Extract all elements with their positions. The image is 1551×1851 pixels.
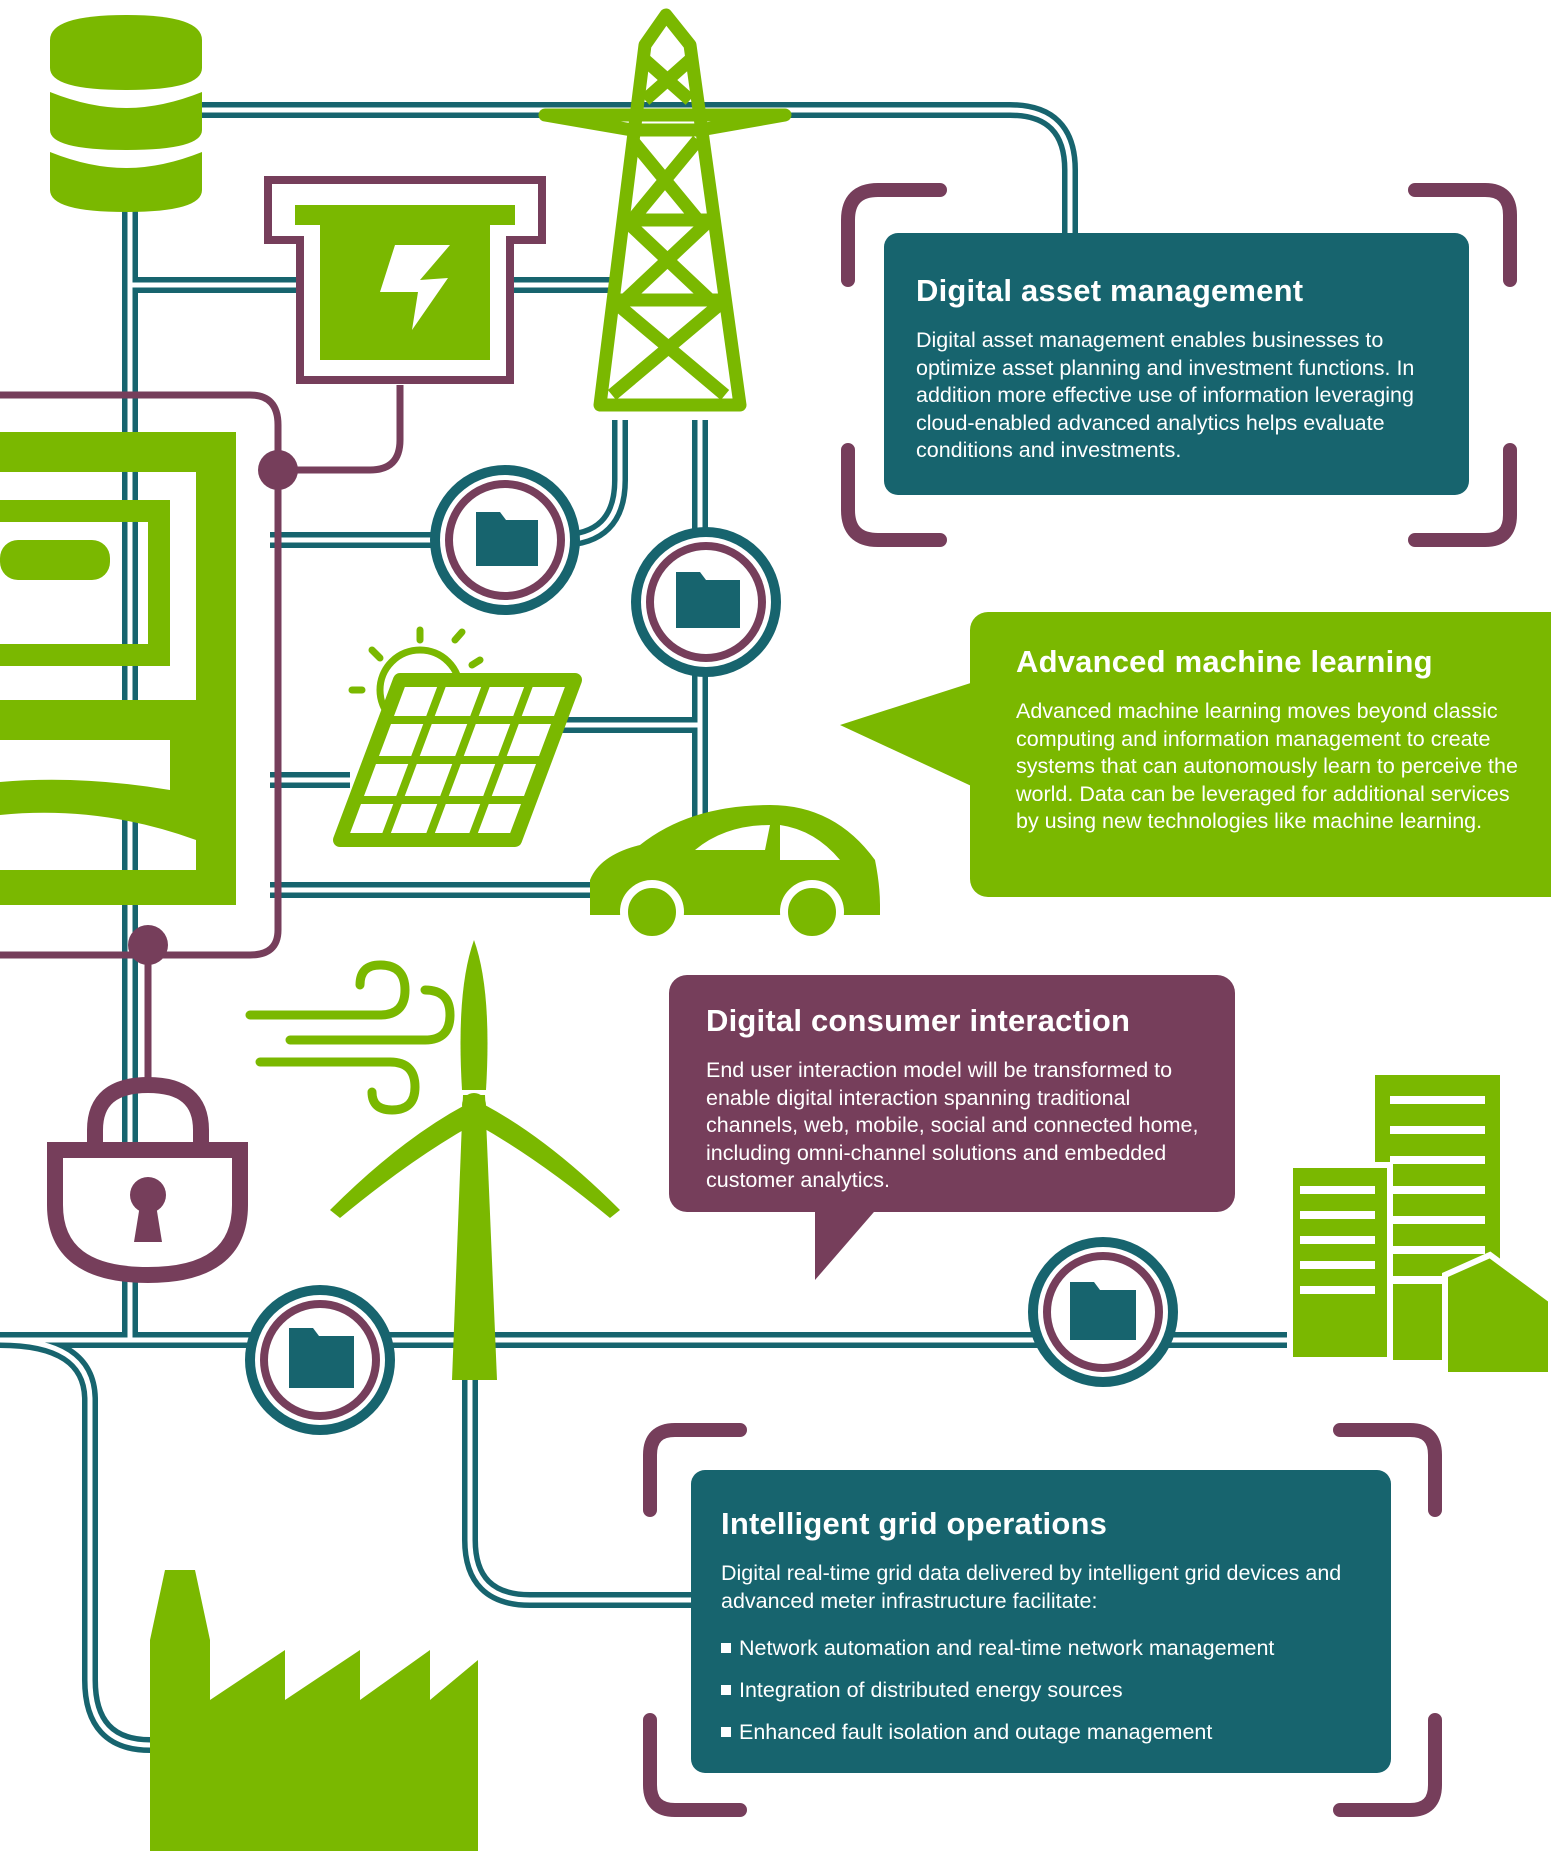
- bullet-list: Network automation and real-time network…: [721, 1635, 1361, 1746]
- card-body: Digital real-time grid data delivered by…: [721, 1561, 1342, 1613]
- plum-junction-node: [258, 450, 298, 490]
- solar-panel-icon: [333, 673, 582, 847]
- corner-brackets-grid-ops: [643, 1423, 1442, 1817]
- folder-icon: [676, 572, 740, 628]
- electric-meter-icon: [264, 176, 546, 410]
- card-title: Intelligent grid operations: [721, 1506, 1108, 1541]
- bullet-square-icon: [721, 1685, 731, 1695]
- bullet-text: Network automation and real-time network…: [739, 1636, 1275, 1660]
- card-title: Advanced machine learning: [1016, 644, 1433, 679]
- folder-node: [430, 465, 580, 615]
- card-intelligent-grid-operations: Intelligent grid operations Digital real…: [691, 1470, 1391, 1773]
- plum-connection-lines: [0, 385, 404, 1080]
- speech-tail-machine-learning: [840, 680, 980, 790]
- corner-brackets-digital-asset: [841, 183, 1517, 547]
- card-digital-consumer-interaction: Digital consumer interaction End user in…: [669, 975, 1235, 1212]
- speech-tail-consumer: [815, 1205, 880, 1280]
- bullet-text: Enhanced fault isolation and outage mana…: [739, 1720, 1213, 1744]
- wind-turbine-icon: [330, 940, 620, 1380]
- bullet-text: Integration of distributed energy source…: [739, 1678, 1123, 1702]
- folder-icon: [289, 1328, 354, 1388]
- wind-icon: [245, 960, 455, 1115]
- bullet-item: Network automation and real-time network…: [721, 1635, 1361, 1662]
- electric-car-icon: [590, 805, 880, 944]
- card-advanced-machine-learning: Advanced machine learning Advanced machi…: [970, 612, 1551, 897]
- card-title: Digital consumer interaction: [706, 1003, 1131, 1038]
- plum-junction-node: [128, 925, 168, 965]
- bullet-square-icon: [721, 1643, 731, 1653]
- folder-node: [245, 1285, 395, 1435]
- folder-node: [631, 527, 781, 677]
- bullet-square-icon: [721, 1727, 731, 1737]
- folder-icon: [1070, 1282, 1136, 1340]
- database-icon: [50, 15, 202, 212]
- office-building-icon: [1287, 1075, 1551, 1378]
- bullet-item: Integration of distributed energy source…: [721, 1677, 1361, 1704]
- padlock-icon: [47, 1076, 248, 1284]
- card-body: Digital asset management enables busines…: [916, 328, 1415, 462]
- folder-icon: [476, 512, 538, 566]
- card-digital-asset-management: Digital asset management Digital asset m…: [884, 233, 1469, 495]
- card-title: Digital asset management: [916, 273, 1304, 308]
- bullet-item: Enhanced fault isolation and outage mana…: [721, 1719, 1361, 1746]
- card-body: Advanced machine learning moves beyond c…: [1016, 699, 1518, 833]
- card-body: End user interaction model will be trans…: [706, 1058, 1199, 1192]
- folder-node: [1028, 1237, 1178, 1387]
- smart-device-icon: [0, 432, 236, 905]
- transmission-tower-icon: [538, 8, 792, 412]
- factory-icon: [150, 1570, 478, 1851]
